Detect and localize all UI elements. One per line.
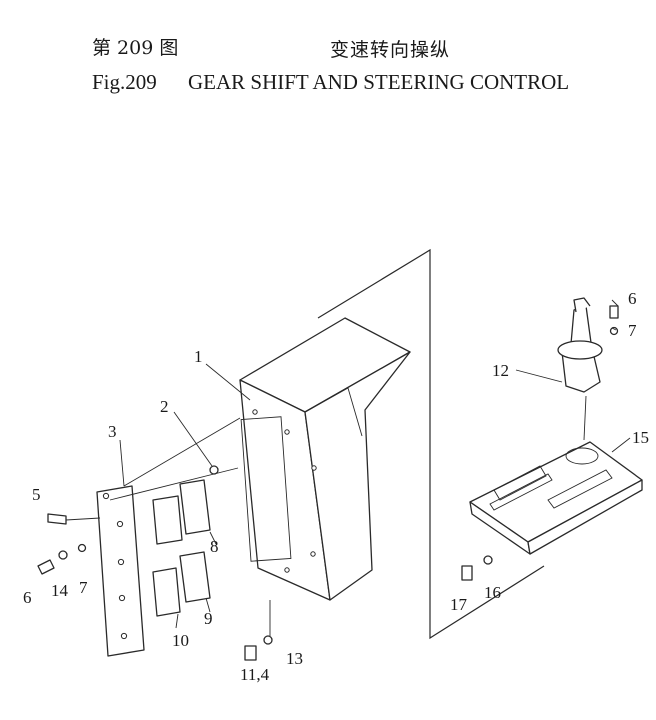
nut-part-2 [209, 465, 219, 475]
callout-2: 2 [160, 397, 169, 416]
console-housing [239, 317, 411, 601]
shift-lever-assembly [557, 297, 603, 393]
washer-part-7-right [609, 326, 619, 336]
figure-number-en: Fig.209 [92, 70, 157, 94]
figure-title-cn: 变速转向操纵 [330, 39, 451, 61]
gasket-lower [152, 551, 211, 617]
bolt-part-6-right [609, 305, 619, 319]
leader-lines [65, 299, 631, 636]
callout-7-right: 7 [628, 321, 637, 340]
callout-15: 15 [632, 428, 649, 447]
figure-title-en: GEAR SHIFT AND STEERING CONTROL [188, 70, 570, 94]
callout-9: 9 [204, 609, 213, 628]
callout-11-4: 11,4 [240, 665, 270, 684]
bolt-part-11 [244, 645, 257, 661]
callout-6-left: 6 [23, 588, 32, 607]
callout-7-left: 7 [79, 578, 88, 597]
reference-frame-lines [317, 248, 545, 640]
callout-13: 13 [286, 649, 303, 668]
callout-5: 5 [32, 485, 41, 504]
callout-14: 14 [51, 581, 69, 600]
washer-part-14 [58, 550, 68, 560]
mounting-plate [469, 441, 643, 555]
callout-17: 17 [450, 595, 468, 614]
callout-10: 10 [172, 631, 189, 650]
gasket-upper [152, 479, 211, 545]
cover-plate [96, 485, 145, 657]
bolt-part-6-left [37, 559, 55, 575]
figure-number-cn: 第 209 图 [92, 37, 179, 59]
callout-16: 16 [484, 583, 501, 602]
washer-part-13 [263, 635, 273, 645]
washer-part-7-left [77, 543, 87, 553]
callout-8: 8 [210, 537, 219, 556]
callout-3: 3 [108, 422, 117, 441]
bolt-part-5 [47, 513, 67, 525]
callout-12: 12 [492, 361, 509, 380]
washer-part-16 [483, 555, 493, 565]
callout-1: 1 [194, 347, 203, 366]
bolt-part-17 [461, 565, 473, 581]
callout-6-right: 6 [628, 289, 637, 308]
